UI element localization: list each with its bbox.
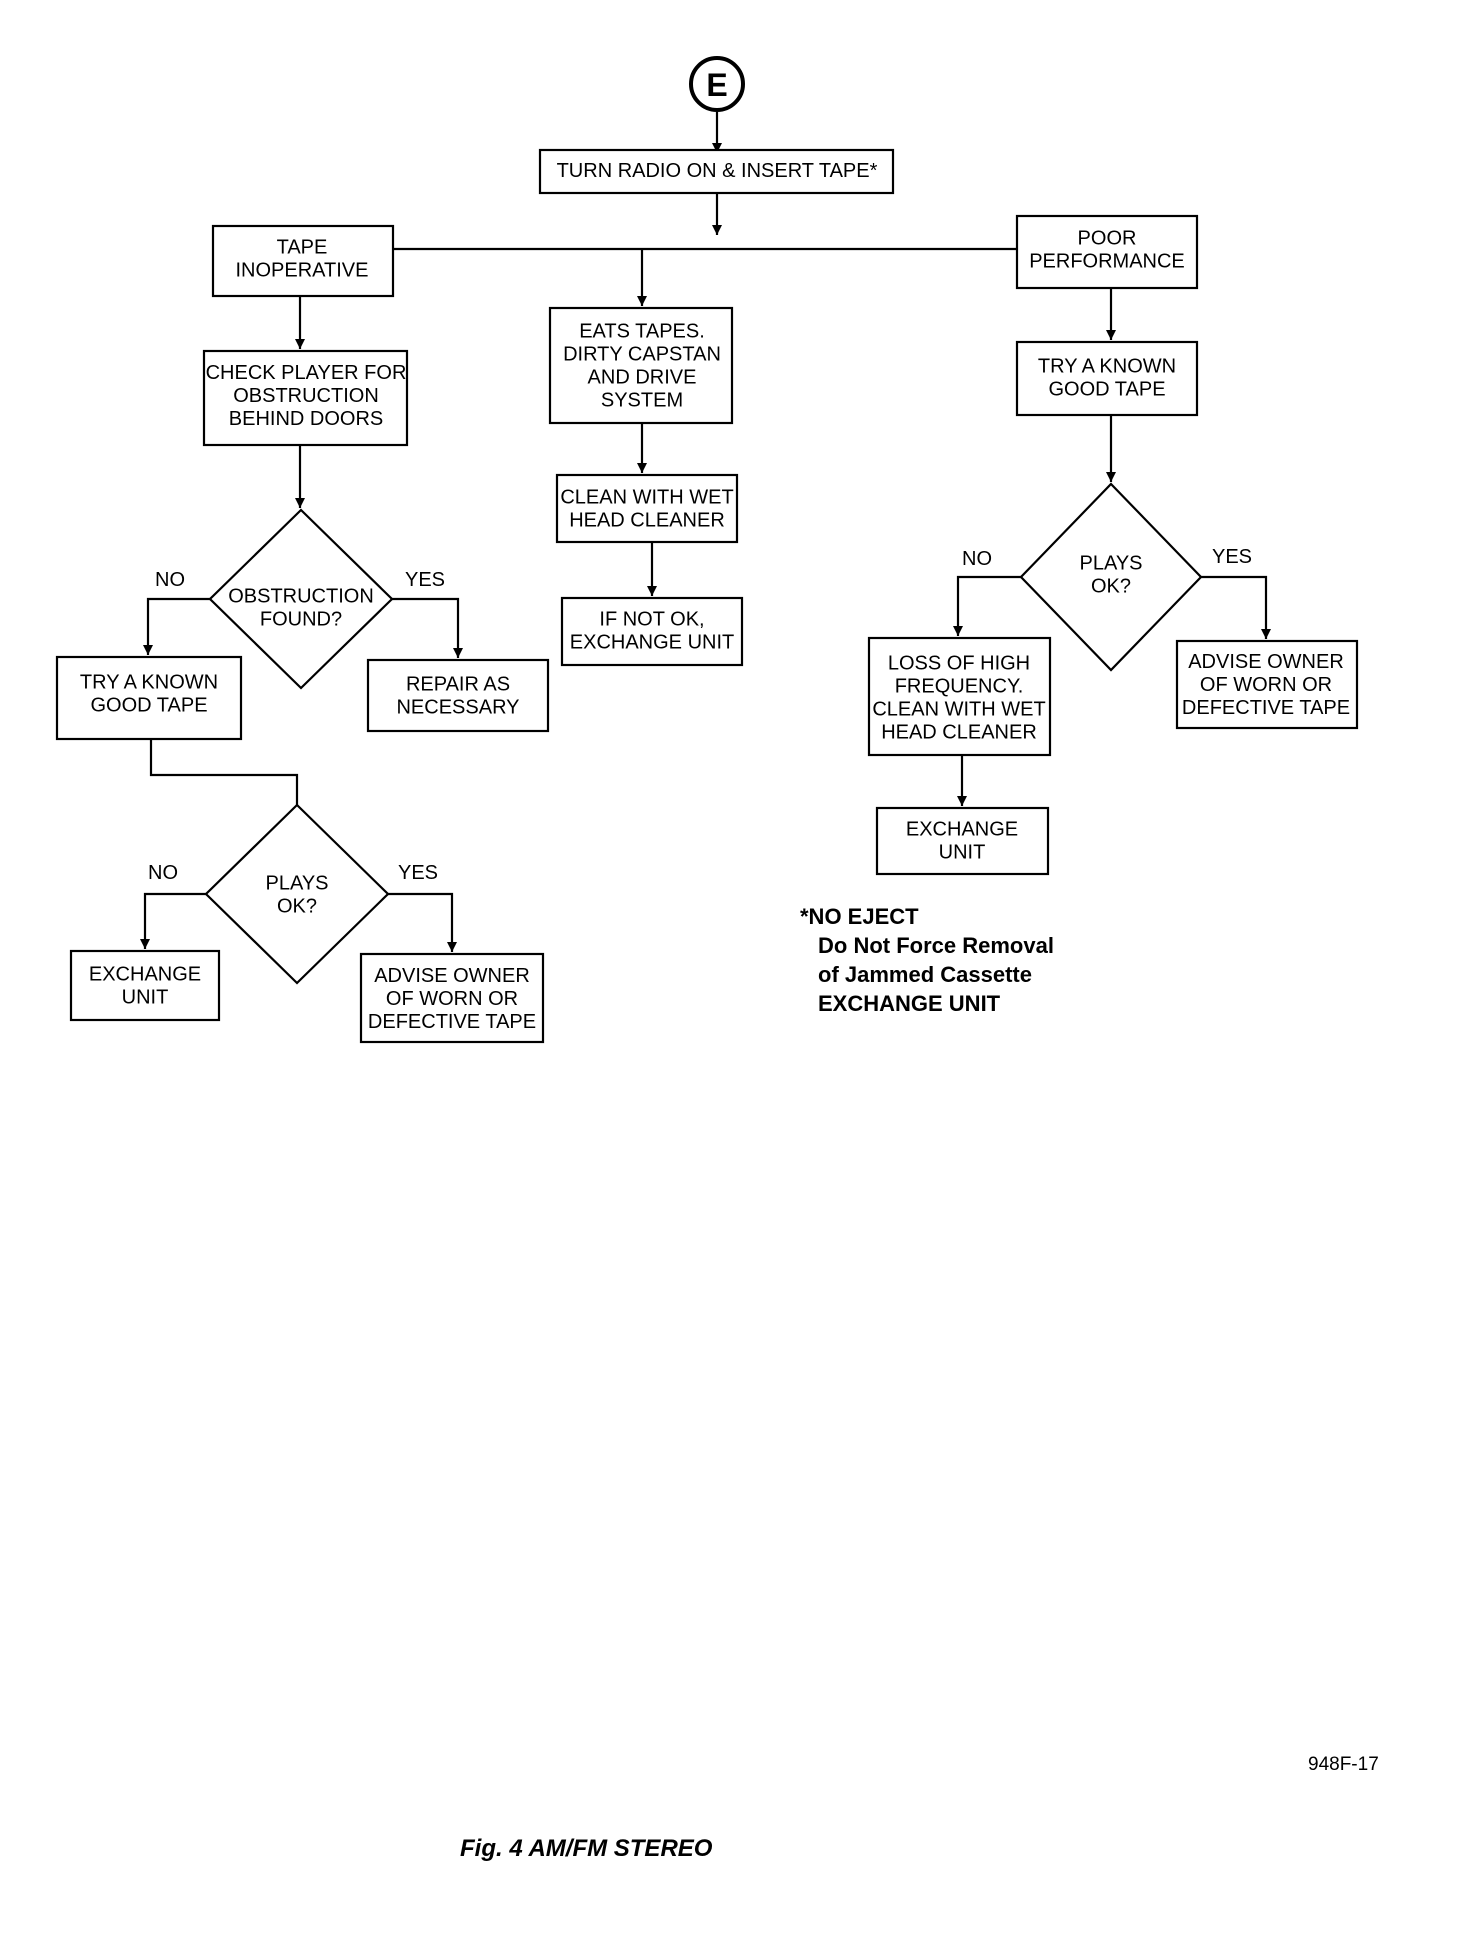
node-text-line: HEAD CLEANER (569, 510, 725, 532)
node-text-line: POOR (1078, 228, 1137, 250)
node-text-line: PLAYS (1080, 553, 1143, 575)
footnote-line-3: of Jammed Cassette (818, 962, 1032, 987)
node-text-line: TURN RADIO ON & INSERT TAPE* (557, 160, 878, 182)
node-text-line: PLAYS (266, 873, 329, 895)
node-text-line: ADVISE OWNER (1188, 651, 1344, 673)
figure-caption: Fig. 4 AM/FM STEREO (460, 1835, 713, 1862)
node-text-line: DEFECTIVE TAPE (1182, 697, 1350, 719)
plays-left-no-label: NO (148, 862, 178, 884)
node-text-line: OK? (277, 896, 317, 918)
plays-right-no-label: NO (962, 548, 992, 570)
node-text-line: EXCHANGE (906, 819, 1018, 841)
node-text-line: IF NOT OK, (599, 609, 704, 631)
node-text-line: HEAD CLEANER (881, 722, 1037, 744)
node-text-line: CLEAN WITH WET (560, 487, 733, 509)
connector-plays-right-yes (1201, 575, 1271, 639)
node-text-line: AND DRIVE (588, 367, 697, 389)
node-text-line: UNIT (939, 842, 986, 864)
node-text-line: REPAIR AS (406, 674, 510, 696)
connector-try-left-to-plays-left (149, 739, 299, 805)
node-text-line: OBSTRUCTION (228, 586, 374, 608)
node-text-line: OK? (1091, 576, 1131, 598)
node-text-line: OBSTRUCTION (233, 385, 379, 407)
node-text-line: TRY A KNOWN (80, 672, 218, 694)
node-text-line: LOSS OF HIGH (888, 653, 1030, 675)
figure-ref-number: 948F-17 (1308, 1754, 1379, 1775)
node-text-line: DIRTY CAPSTAN (563, 344, 721, 366)
node-text-line: DEFECTIVE TAPE (368, 1011, 536, 1033)
node-turn-radio: TURN RADIO ON & INSERT TAPE* (538, 148, 895, 195)
footnote-line-1: *NO EJECT (800, 904, 919, 929)
node-text-line: CLEAN WITH WET (872, 699, 1045, 721)
node-text-line: ADVISE OWNER (374, 965, 530, 987)
node-text-line: TAPE (277, 237, 328, 259)
node-text-line: EATS TAPES. (579, 321, 705, 343)
start-label: E (706, 67, 727, 103)
plays-right-yes-label: YES (1212, 546, 1252, 568)
footnote-line-4: EXCHANGE UNIT (818, 991, 1001, 1016)
node-if-not-ok: IF NOT OK,EXCHANGE UNIT (560, 596, 744, 667)
node-text-line: OF WORN OR (386, 988, 518, 1010)
node-text-line: NECESSARY (396, 697, 519, 719)
footnote-line-2: Do Not Force Removal (818, 933, 1054, 958)
node-text-line: UNIT (122, 987, 169, 1009)
node-text-line: EXCHANGE UNIT (570, 632, 734, 654)
connector-plays-left-no (140, 892, 206, 949)
node-text-line: CHECK PLAYER FOR (206, 362, 407, 384)
node-text-line: INOPERATIVE (236, 260, 369, 282)
node-text-line: SYSTEM (601, 390, 683, 412)
connectors (140, 112, 1271, 952)
node-text-line: FREQUENCY. (895, 676, 1024, 698)
connector-obstruction-no (143, 597, 210, 655)
node-text-line: GOOD TAPE (90, 695, 207, 717)
start-circle: E (689, 56, 745, 112)
connector-obstruction-yes (392, 597, 463, 658)
footnote-no-eject: *NO EJECT Do Not Force Removal of Jammed… (800, 902, 1054, 1018)
connector-plays-right-no (953, 575, 1021, 636)
node-text-line: EXCHANGE (89, 964, 201, 986)
node-text-line: BEHIND DOORS (229, 408, 383, 430)
node-text-line: FOUND? (260, 609, 342, 631)
node-text-line: TRY A KNOWN (1038, 356, 1176, 378)
node-text-line: OF WORN OR (1200, 674, 1332, 696)
obstruction-yes-label: YES (405, 569, 445, 591)
connector-plays-left-yes (388, 892, 457, 952)
obstruction-no-label: NO (155, 569, 185, 591)
node-text-line: PERFORMANCE (1029, 251, 1185, 273)
node-text-line: GOOD TAPE (1048, 379, 1165, 401)
plays-left-yes-label: YES (398, 862, 438, 884)
